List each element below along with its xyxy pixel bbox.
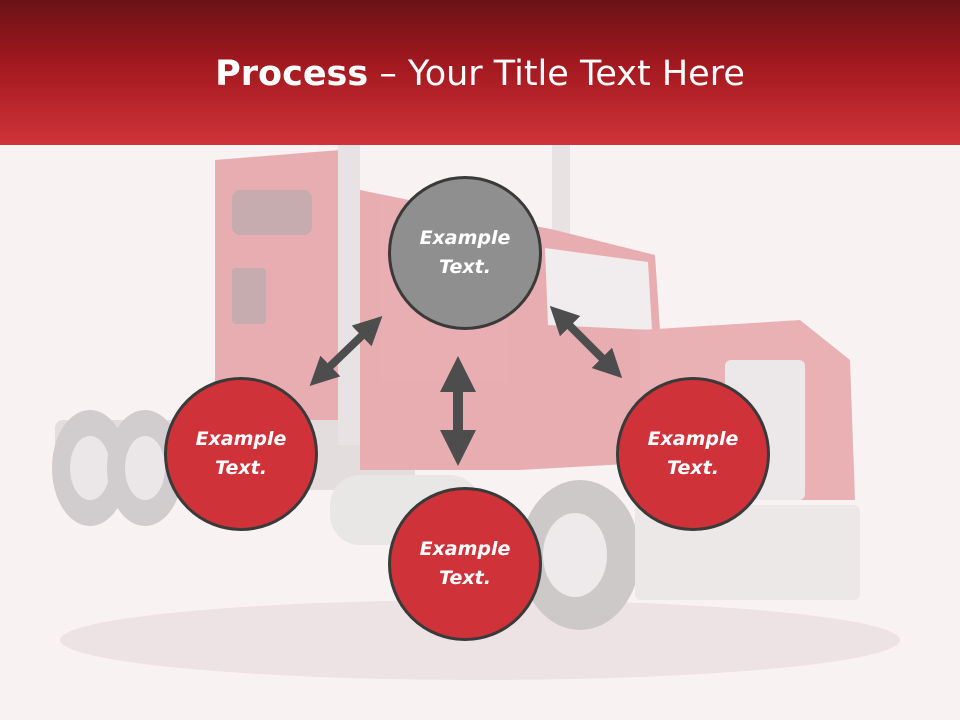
bottom-step-circle: Example Text. [388, 487, 542, 641]
title-banner [0, 0, 960, 145]
right-step-circle: Example Text. [616, 377, 770, 531]
slide-title-bold: Process [215, 54, 369, 94]
slide-title-rest: – Your Title Text Here [368, 54, 745, 94]
center-step-circle: Example Text. [388, 176, 542, 330]
left-step-circle: Example Text. [164, 377, 318, 531]
slide-title: Process – Your Title Text Here [0, 52, 960, 96]
